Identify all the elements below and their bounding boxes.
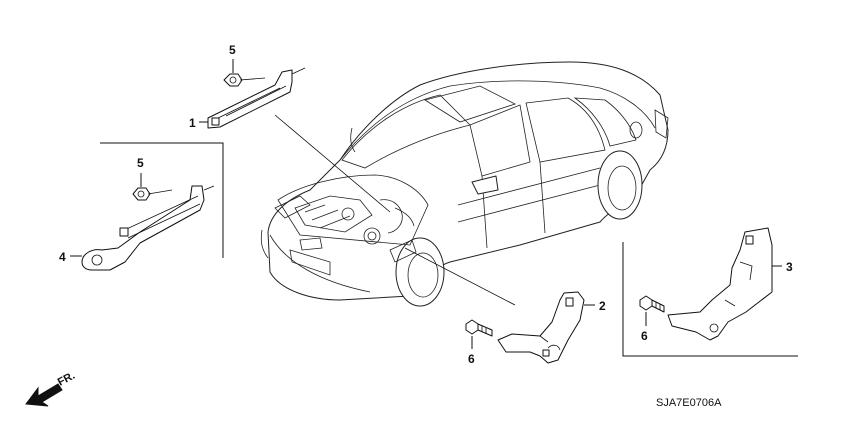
part-4-bracket [81,185,215,271]
part-6-bolt-center [465,319,493,337]
front-label: FR. [56,370,77,389]
callout-3: 3 [786,260,793,274]
callout-1: 1 [189,116,196,130]
diagram-code: SJA7E0706A [656,397,722,409]
front-arrow-icon [25,383,63,407]
callout-5-left: 5 [137,156,144,170]
part-3-bracket [667,227,773,341]
leader-2-to-vehicle [404,247,516,306]
callout-4: 4 [59,250,66,264]
callout-2: 2 [599,299,606,313]
callout-6-right: 6 [641,329,648,343]
left-detail-frame [100,142,224,258]
part-2-bracket [497,291,585,364]
right-detail-frame [622,242,798,357]
callout-6-center: 6 [468,352,475,366]
front-direction-indicator: FR. [25,370,77,407]
part-6-bolt-right [639,295,665,313]
part-5-nut-top [223,73,266,87]
callout-5-top: 5 [229,43,236,57]
leader-1-to-vehicle [274,114,391,213]
part-5-nut-left [132,187,173,201]
vehicle-illustration [260,61,669,307]
part-1-bracket [207,67,306,129]
